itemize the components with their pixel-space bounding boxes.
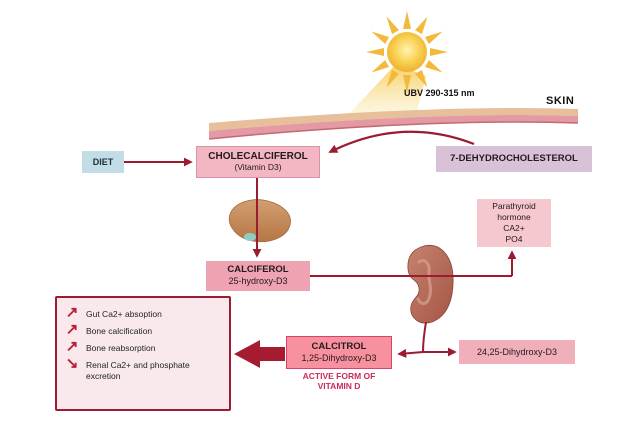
parathyroid-line4: PO4 — [505, 234, 523, 244]
calciferol-title: CALCIFEROL — [227, 264, 289, 276]
gallbladder-icon — [244, 233, 256, 241]
skin-label: SKIN — [546, 95, 575, 107]
dihydroxy-2425-label: 24,25-Dihydroxy-D3 — [476, 346, 558, 357]
arrow-dehydrocholesterol-to-cholecalciferol — [328, 130, 475, 153]
active-form-line2: VITAMIN D — [317, 380, 361, 391]
cholecalciferol-title: CHOLECALCIFEROL — [208, 151, 308, 163]
effect-label: Bone reabsorption — [86, 343, 156, 353]
up-right-arrow-icon: ↗ — [65, 304, 79, 321]
sun-icon — [366, 11, 448, 93]
kidney-icon — [407, 244, 454, 324]
list-item: ↗ Gut Ca2+ absoption — [64, 304, 222, 321]
list-item: ↘ Renal Ca2+ and phosphate excretion — [64, 355, 222, 381]
parathyroid-line3: CA2+ — [503, 223, 525, 233]
down-right-arrow-icon: ↘ — [65, 355, 79, 372]
list-item: ↗ Bone reabsorption — [64, 338, 222, 355]
calciferol-box: CALCIFEROL 25-hydroxy-D3 — [206, 261, 310, 291]
calcitrol-subtitle: 1,25-Dihydroxy-D3 — [301, 352, 377, 363]
parathyroid-line2: hormone — [497, 212, 531, 222]
list-item: ↗ Bone calcification — [64, 321, 222, 338]
dihydroxy-2425-box: 24,25-Dihydroxy-D3 — [459, 340, 575, 364]
diet-label: DIET — [92, 156, 114, 167]
dehydrocholesterol-box: 7-DEHYDROCHOLESTEROL — [436, 146, 592, 172]
calcitrol-box: CALCITROL 1,25-Dihydroxy-D3 — [286, 336, 392, 369]
uvb-wavelength-label: UBV 290-315 nm — [404, 88, 475, 98]
arrow-to-calcitrol — [397, 348, 424, 358]
line-kidney-down — [422, 321, 427, 353]
skin-layer — [208, 107, 579, 140]
calcitrol-title: CALCITROL — [311, 340, 367, 352]
up-right-arrow-icon: ↗ — [65, 321, 79, 338]
effect-label: Renal Ca2+ and phosphate excretion — [86, 360, 190, 381]
active-form-caption: ACTIVE FORM OF VITAMIN D — [283, 371, 395, 392]
active-form-line1: ACTIVE FORM OF — [302, 371, 376, 381]
diet-box: DIET — [82, 151, 124, 173]
cholecalciferol-box: CHOLECALCIFEROL (Vitamin D3) — [196, 146, 320, 178]
calciferol-subtitle: 25-hydroxy-D3 — [228, 276, 288, 287]
parathyroid-box: Parathyroid hormone CA2+ PO4 — [477, 199, 551, 247]
up-right-arrow-icon: ↗ — [65, 338, 79, 355]
liver-icon — [228, 199, 291, 243]
effect-label: Gut Ca2+ absoption — [86, 309, 162, 319]
cholecalciferol-subtitle: (Vitamin D3) — [234, 161, 282, 172]
effect-label: Bone calcification — [86, 326, 153, 336]
parathyroid-line1: Parathyroid — [492, 201, 536, 211]
dehydrocholesterol-label: 7-DEHYDROCHOLESTEROL — [450, 152, 578, 164]
big-effects-arrow — [234, 340, 285, 368]
connector-arrows — [124, 130, 517, 358]
effects-panel: ↗ Gut Ca2+ absoption ↗ Bone calcificatio… — [55, 296, 231, 411]
